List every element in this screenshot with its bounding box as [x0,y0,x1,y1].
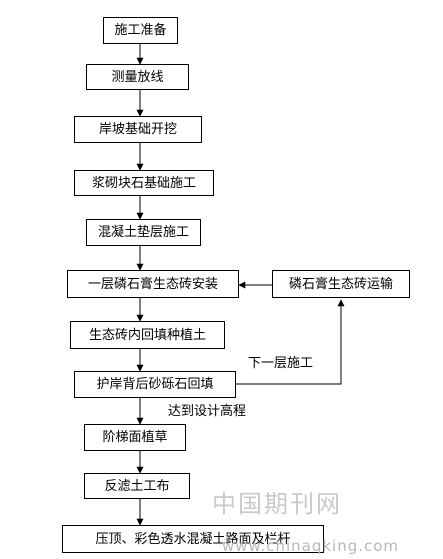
step-label: 阶梯面植草 [102,430,168,445]
step-box: 测量放线 [86,64,189,90]
step-label: 反滤土工布 [104,478,170,494]
watermark-text: 中国期刊网 [212,490,342,518]
step-label: 护岸背后砂砾石回填 [96,377,214,392]
step-box: 生态砖内回填种植土 [70,321,225,349]
step-label: 施工准备 [114,23,167,38]
step-label: 压顶、彩色透水混凝土路面及栏杆 [95,531,291,547]
step-box: 护岸背后砂砾石回填 [74,371,236,398]
step-label: 混凝土垫层施工 [97,225,189,240]
step-label: 测量放线 [111,69,164,85]
watermark-url: www.chinaqking.com [222,537,400,555]
step-label: 一层磷石膏生态砖安装 [87,276,218,292]
step-box: 岸坡基础开挖 [74,116,202,143]
step-label: 岸坡基础开挖 [98,122,177,137]
side-step-label: 磷石膏生态砖运输 [288,276,393,292]
step-box: 反滤土工布 [84,473,190,499]
step-box: 阶梯面植草 [84,424,186,451]
step-box: 混凝土垫层施工 [86,219,201,246]
step-label: 浆砌块石基础施工 [91,175,196,191]
step-box: 压顶、彩色透水混凝土路面及栏杆 [62,525,324,553]
condition-label: 达到设计高程 [168,404,247,419]
step-box: 一层磷石膏生态砖安装 [67,270,239,298]
arrow-loop [236,299,345,385]
side-step-box: 磷石膏生态砖运输 [272,270,410,298]
step-box: 施工准备 [103,17,178,44]
step-box: 浆砌块石基础施工 [74,170,214,196]
step-label: 生态砖内回填种植土 [88,327,206,343]
loop-label: 下一层施工 [248,356,314,371]
